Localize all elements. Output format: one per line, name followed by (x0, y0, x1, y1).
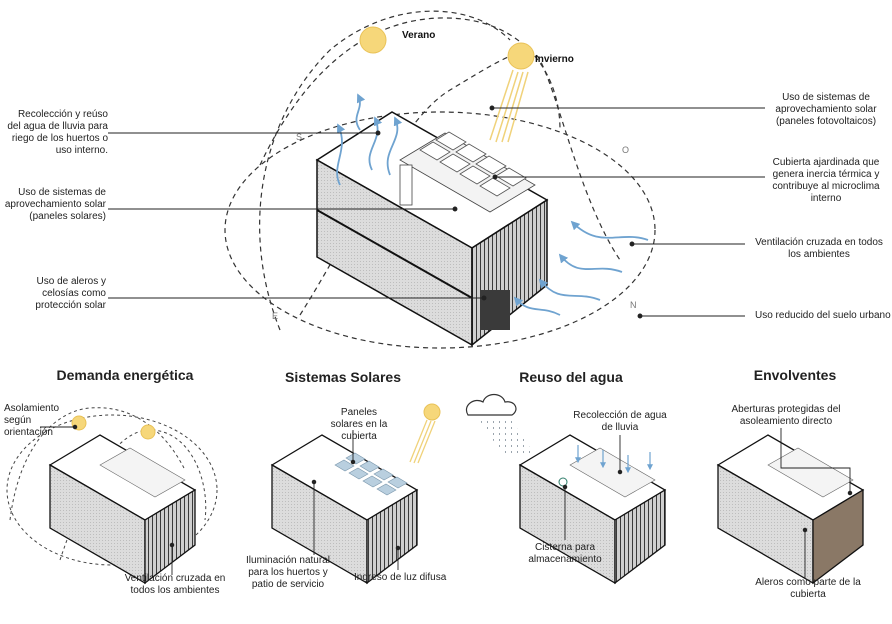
panel-4-leaders (780, 428, 853, 578)
panel-2-label-natural-light: Iluminación natural para los huertos y p… (246, 555, 330, 590)
panel-1-orbits (6, 407, 218, 566)
panel-1-leaders (40, 424, 175, 575)
sun-path-winter (299, 51, 621, 316)
panel-2-sun-icon (423, 403, 441, 421)
panel-2-sunrays (409, 419, 436, 464)
panel-2-title: Sistemas Solares (285, 369, 401, 385)
cardinal-east: E (272, 311, 279, 321)
main-orbit-ellipse (224, 111, 656, 349)
panel-3-leaders (562, 435, 623, 540)
panel-4-label-eaves: Aleros como parte de la cubierta (755, 577, 861, 600)
summer-sun-icon (359, 26, 387, 54)
main-right-label-ventilation: Ventilación cruzada en todos los ambient… (755, 237, 883, 260)
panel-4-label-openings: Aberturas protegidas del asoleamiento di… (731, 404, 841, 427)
panel-4-building (716, 434, 865, 585)
airflow-arrows-side (513, 220, 649, 316)
panel-3-label-collection: Recolección de agua de lluvia (573, 410, 667, 433)
panel-1-title: Demanda energética (56, 367, 194, 383)
main-building (315, 111, 549, 347)
main-right-label-urban-land: Uso reducido del suelo urbano (755, 310, 891, 321)
main-right-label-pv: Uso de sistemas de aprovechamiento solar… (775, 92, 877, 127)
main-left-label-solar: Uso de sistemas de aprovechamiento solar… (4, 187, 106, 222)
panel-3-title: Reuso del agua (519, 369, 623, 385)
cardinal-north: N (630, 300, 637, 310)
cardinal-west: O (622, 145, 630, 155)
leaders-main-right (489, 105, 765, 319)
panel-2-label-panels: Paneles solares en la cubierta (330, 407, 388, 442)
panel-3-cloud-icon (465, 393, 535, 455)
panel-2-label-diffuse-light: Ingreso de luz difusa (354, 572, 447, 583)
panel-1-label-ventilation: Ventilación cruzada en todos los ambient… (124, 573, 226, 596)
panel-2-building (270, 434, 419, 585)
summer-sun-label: Verano (402, 30, 436, 41)
panel-3-label-cistern: Cisterna para almacenamiento (528, 542, 602, 565)
airflow-arrows-roof (336, 93, 403, 186)
main-right-label-green-roof: Cubierta ajardinada que genera inercia t… (772, 157, 880, 204)
panel-2-leaders (311, 430, 401, 570)
main-left-label-rainwater: Recolección y reúso del agua de lluvia p… (7, 109, 108, 156)
panel-3-building (518, 434, 667, 585)
panel-4-title: Envolventes (753, 367, 837, 383)
winter-sun-icon (489, 42, 535, 143)
winter-sun-label: Invierno (535, 54, 574, 65)
panel-3-rain-arrows (575, 445, 653, 474)
panel-1-sun-winter-icon (140, 424, 156, 440)
panel-1-label-orientation: Asolamiento según orientación (4, 403, 60, 438)
leaders-main-left (108, 130, 487, 301)
panel-1-building (48, 434, 197, 585)
main-left-label-eaves: Uso de aleros y celosías como protección… (35, 276, 106, 311)
cardinal-south: S (296, 132, 303, 142)
